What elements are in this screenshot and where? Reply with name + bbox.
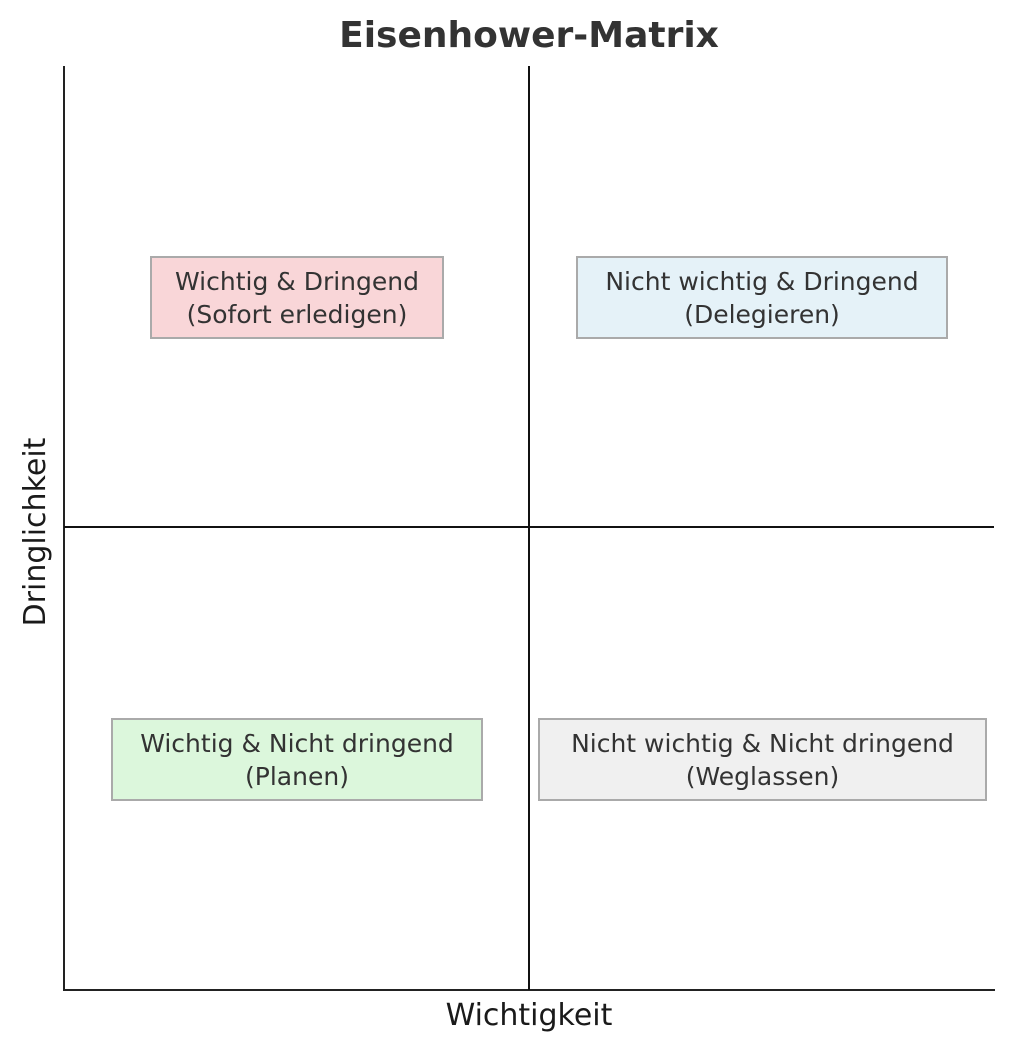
quadrant-title: Nicht wichtig & Dringend <box>605 266 919 296</box>
quadrant-title: Nicht wichtig & Nicht dringend <box>571 728 954 758</box>
x-axis-label: Wichtigkeit <box>445 998 613 1033</box>
x-axis-line <box>63 989 995 991</box>
horizontal-divider <box>64 526 994 528</box>
quadrant-action: (Planen) <box>245 761 349 791</box>
chart-title: Eisenhower-Matrix <box>339 15 719 56</box>
quadrant-not-urgent-important: Wichtig & Nicht dringend (Planen) <box>111 718 483 801</box>
quadrant-action: (Sofort erledigen) <box>186 299 408 329</box>
quadrant-not-urgent-not-important: Nicht wichtig & Nicht dringend (Weglasse… <box>538 718 987 801</box>
quadrant-urgent-not-important: Nicht wichtig & Dringend (Delegieren) <box>576 256 948 339</box>
quadrant-action: (Weglassen) <box>685 761 840 791</box>
quadrant-title: Wichtig & Dringend <box>175 266 419 296</box>
vertical-divider <box>528 66 530 990</box>
quadrant-title: Wichtig & Nicht dringend <box>140 728 454 758</box>
y-axis-line <box>63 66 65 991</box>
quadrant-urgent-important: Wichtig & Dringend (Sofort erledigen) <box>150 256 444 339</box>
y-axis-label: Dringlichkeit <box>18 437 53 627</box>
quadrant-action: (Delegieren) <box>684 299 840 329</box>
